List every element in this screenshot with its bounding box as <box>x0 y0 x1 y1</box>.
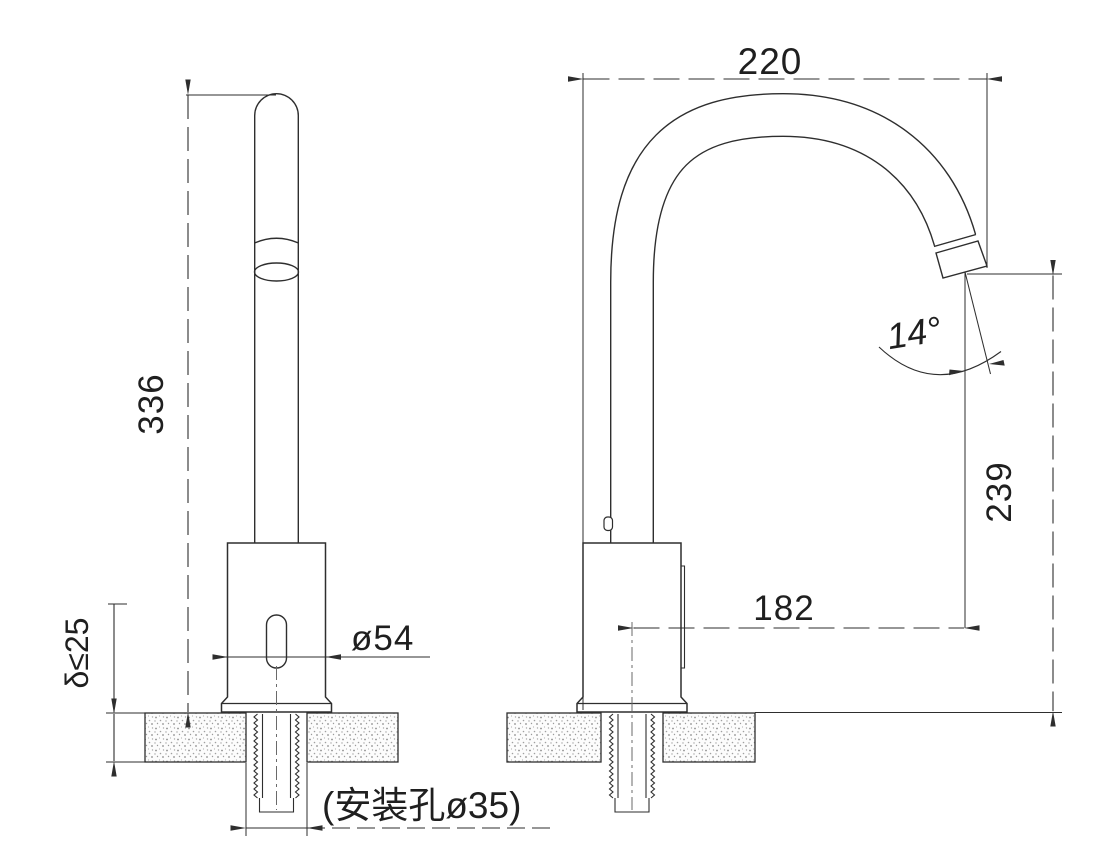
countertop-right <box>662 712 756 763</box>
tube-ring-ellipse <box>253 262 300 282</box>
countertop-left <box>506 712 602 763</box>
countertop-left <box>144 712 247 763</box>
sensor-window <box>265 614 288 669</box>
dim-text-body-diameter: ø54 <box>351 619 414 658</box>
trunk-tab <box>603 516 614 532</box>
front-threaded-shank <box>253 713 300 813</box>
front-view <box>144 93 399 813</box>
dim-text-mounting-hole: (安装孔ø35) <box>322 785 521 826</box>
dim-text-spout-angle: 14° <box>884 308 944 357</box>
dim-text-axis-to-outlet: 182 <box>753 589 814 628</box>
countertop-right <box>306 712 399 763</box>
side-view-dimensions: 220 14° 182 239 <box>568 41 1062 727</box>
nozzle-joint-line <box>933 233 977 248</box>
dim-text-deck-thickness: δ≤25 <box>59 618 95 689</box>
angle-arrowhead-left <box>949 369 964 376</box>
dim-text-outlet-height: 239 <box>980 461 1019 522</box>
side-view <box>506 92 1062 813</box>
front-view-dimensions: 336 δ≤25 ø54 (安装孔ø35) <box>59 79 552 836</box>
dim-text-overall-reach: 220 <box>738 41 803 82</box>
dim-text-front-height: 336 <box>132 373 171 434</box>
angle-arrowhead-right <box>989 360 1005 366</box>
tube-ring-top-edge <box>254 237 299 244</box>
side-body-ridge <box>681 565 686 669</box>
spout-nozzle <box>935 240 988 279</box>
side-threaded-shank <box>608 713 656 813</box>
